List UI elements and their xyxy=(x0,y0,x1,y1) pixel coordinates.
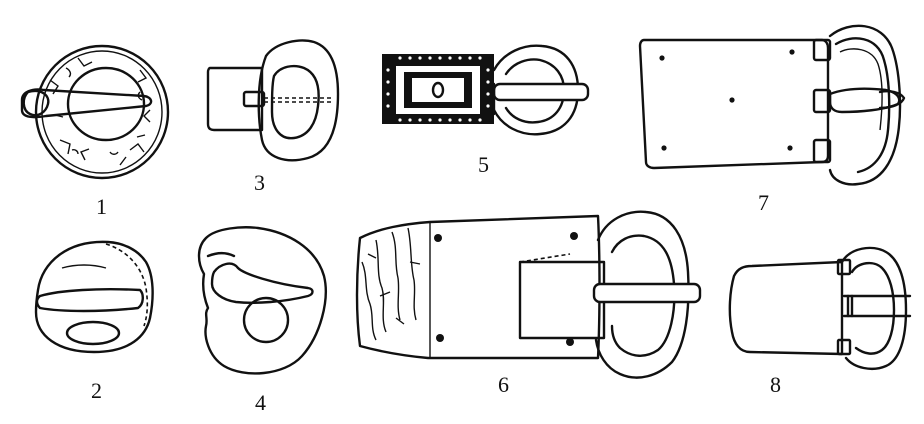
figure-number-2: 2 xyxy=(91,378,102,403)
figure-number-4: 4 xyxy=(255,390,266,415)
buckle-drawing-7: 7 xyxy=(638,24,906,215)
buckle-drawing-2: 2 xyxy=(34,240,154,403)
buckle-drawing-6: 6 xyxy=(355,210,702,397)
buckle-drawing-8: 8 xyxy=(728,246,912,397)
figure-number-6: 6 xyxy=(498,372,509,397)
buckle-drawing-5: 5 xyxy=(382,44,590,177)
figure-number-3: 3 xyxy=(254,170,265,195)
figure-number-1: 1 xyxy=(96,194,107,219)
buckle-drawing-4: 4 xyxy=(197,226,327,415)
buckle-drawing-1: 1 xyxy=(20,44,170,219)
buckle-drawing-3: 3 xyxy=(206,39,340,195)
figure-number-8: 8 xyxy=(770,372,781,397)
figure-number-5: 5 xyxy=(478,152,489,177)
figure-number-7: 7 xyxy=(758,190,769,215)
